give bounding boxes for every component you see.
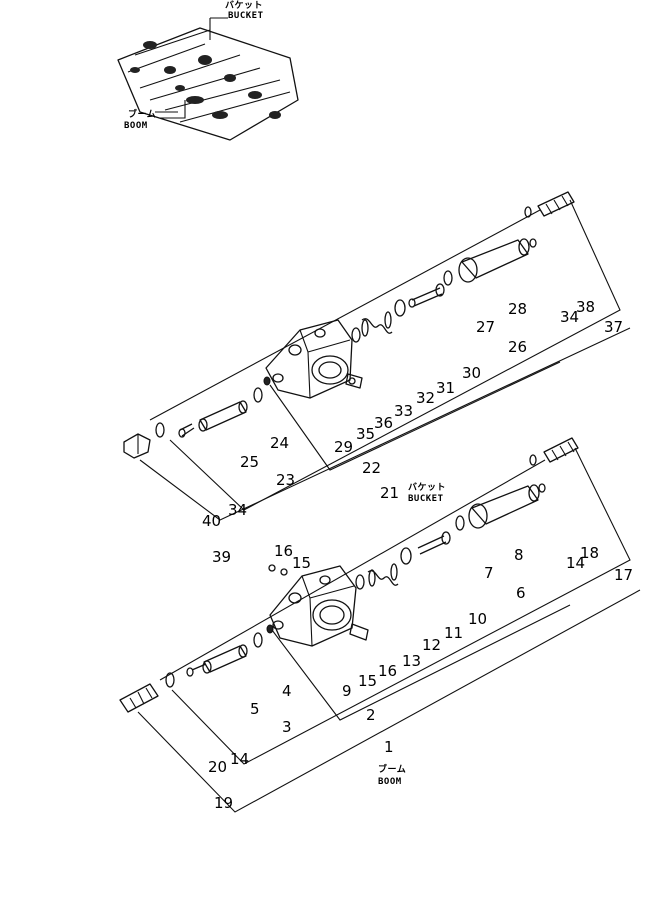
part-number: 14 — [230, 750, 249, 768]
part-number: 28 — [508, 300, 527, 318]
part-number: 6 — [516, 584, 526, 602]
bucket-en-label: BUCKET — [408, 494, 444, 504]
part-number: 27 — [476, 318, 495, 336]
part-number: 26 — [508, 338, 527, 356]
boom-valve-assembly — [119, 437, 641, 813]
part-number: 34 — [228, 501, 247, 519]
part-number: 11 — [444, 624, 463, 642]
part-number: 19 — [214, 794, 233, 812]
part-number: 2 — [366, 706, 376, 724]
part-number: 31 — [436, 379, 455, 397]
boom-en-label: BOOM — [378, 777, 402, 787]
bucket-jp-label: バケット — [408, 482, 446, 493]
overview-boom-jp-label: ブーム — [128, 108, 156, 120]
part-number: 18 — [580, 544, 599, 562]
part-number: 12 — [422, 636, 441, 654]
part-number: 5 — [250, 700, 260, 718]
part-number: 35 — [356, 425, 375, 443]
part-number: 8 — [514, 546, 524, 564]
part-number: 23 — [276, 471, 295, 489]
overview-bucket-en-label: BUCKET — [228, 11, 264, 21]
part-number: 15 — [358, 672, 377, 690]
boom-jp-label: ブーム — [378, 763, 406, 775]
bucket-part-numbers: 24 25 23 22 21 26 27 28 29 30 31 32 33 3… — [202, 298, 623, 566]
part-number: 39 — [212, 548, 231, 566]
boom-part-numbers: 1 2 3 4 5 6 7 8 9 10 11 12 13 14 15 16 1… — [208, 542, 633, 812]
part-number: 29 — [334, 438, 353, 456]
part-number: 20 — [208, 758, 227, 776]
part-number: 30 — [462, 364, 481, 382]
part-number: 34 — [560, 308, 579, 326]
part-number: 32 — [416, 389, 435, 407]
part-number: 25 — [240, 453, 259, 471]
part-number: 17 — [614, 566, 633, 584]
part-number: 33 — [394, 402, 413, 420]
bucket-valve-assembly — [123, 191, 631, 521]
overview-bucket-jp-label: バケット — [225, 0, 263, 11]
part-number: 1 — [384, 738, 394, 756]
part-number: 14 — [566, 554, 585, 572]
part-number: 16 — [274, 542, 293, 560]
part-number: 40 — [202, 512, 221, 530]
part-number: 10 — [468, 610, 487, 628]
part-number: 36 — [374, 414, 393, 432]
part-number: 21 — [380, 484, 399, 502]
overview-boom-en-label: BOOM — [124, 121, 148, 131]
overview-assembly — [117, 17, 299, 141]
part-number: 9 — [342, 682, 352, 700]
part-number: 13 — [402, 652, 421, 670]
part-number: 24 — [270, 434, 289, 452]
part-number: 3 — [282, 718, 292, 736]
part-number: 37 — [604, 318, 623, 336]
part-number: 7 — [484, 564, 494, 582]
part-number: 15 — [292, 554, 311, 572]
part-number: 16 — [378, 662, 397, 680]
part-number: 22 — [362, 459, 381, 477]
part-number: 38 — [576, 298, 595, 316]
part-number: 4 — [282, 682, 292, 700]
